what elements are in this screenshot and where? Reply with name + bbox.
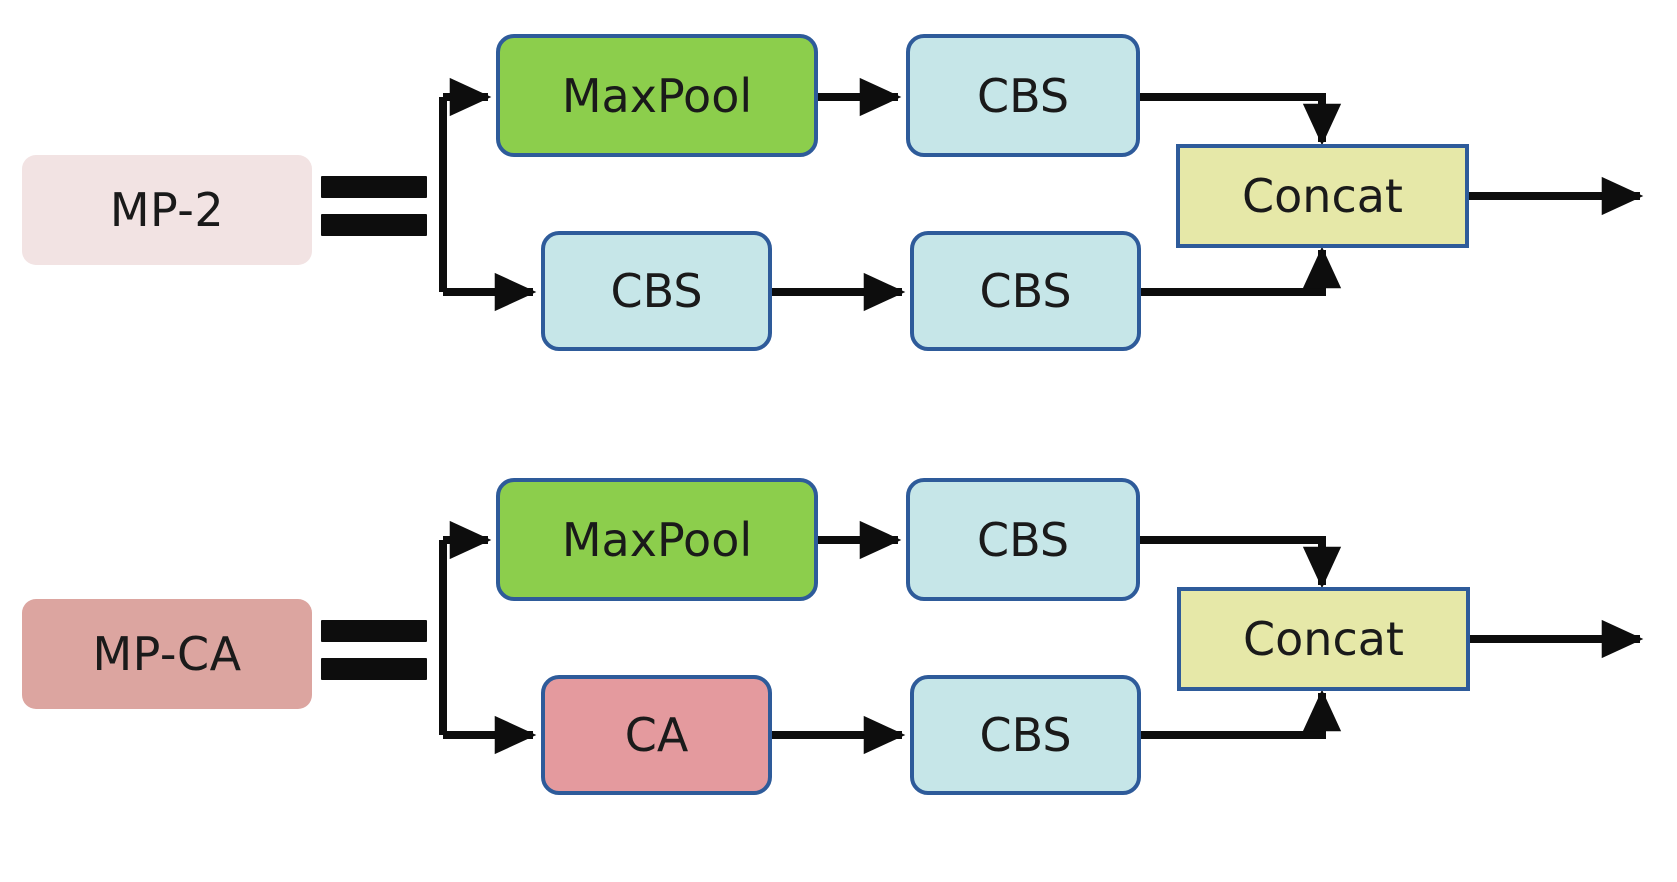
block-cbs-lower1-mp2[interactable]: CBS [541,231,772,351]
module-label-mp2[interactable]: MP-2 [22,155,312,265]
wire-lower-to-concat [1141,246,1342,296]
block-concat-mp2[interactable]: Concat [1176,144,1469,248]
equals-sign-mp2 [321,176,427,236]
block-cbs-lower2-mp2[interactable]: CBS [910,231,1141,351]
block-maxpool-mpca[interactable]: MaxPool [496,478,818,601]
block-cbs-upper-mpca[interactable]: CBS [906,478,1140,601]
block-maxpool-mp2[interactable]: MaxPool [496,34,818,157]
wire-lower-to-concat [1141,689,1342,739]
wire-upper-to-concat [1140,93,1342,146]
module-label-mpca[interactable]: MP-CA [22,599,312,709]
block-concat-mpca[interactable]: Concat [1177,587,1470,691]
equals-sign-mpca [321,620,427,680]
block-cbs-upper-mp2[interactable]: CBS [906,34,1140,157]
block-cbs-lower-mpca[interactable]: CBS [910,675,1141,795]
wire-upper-to-concat [1140,536,1342,589]
block-ca-mpca[interactable]: CA [541,675,772,795]
